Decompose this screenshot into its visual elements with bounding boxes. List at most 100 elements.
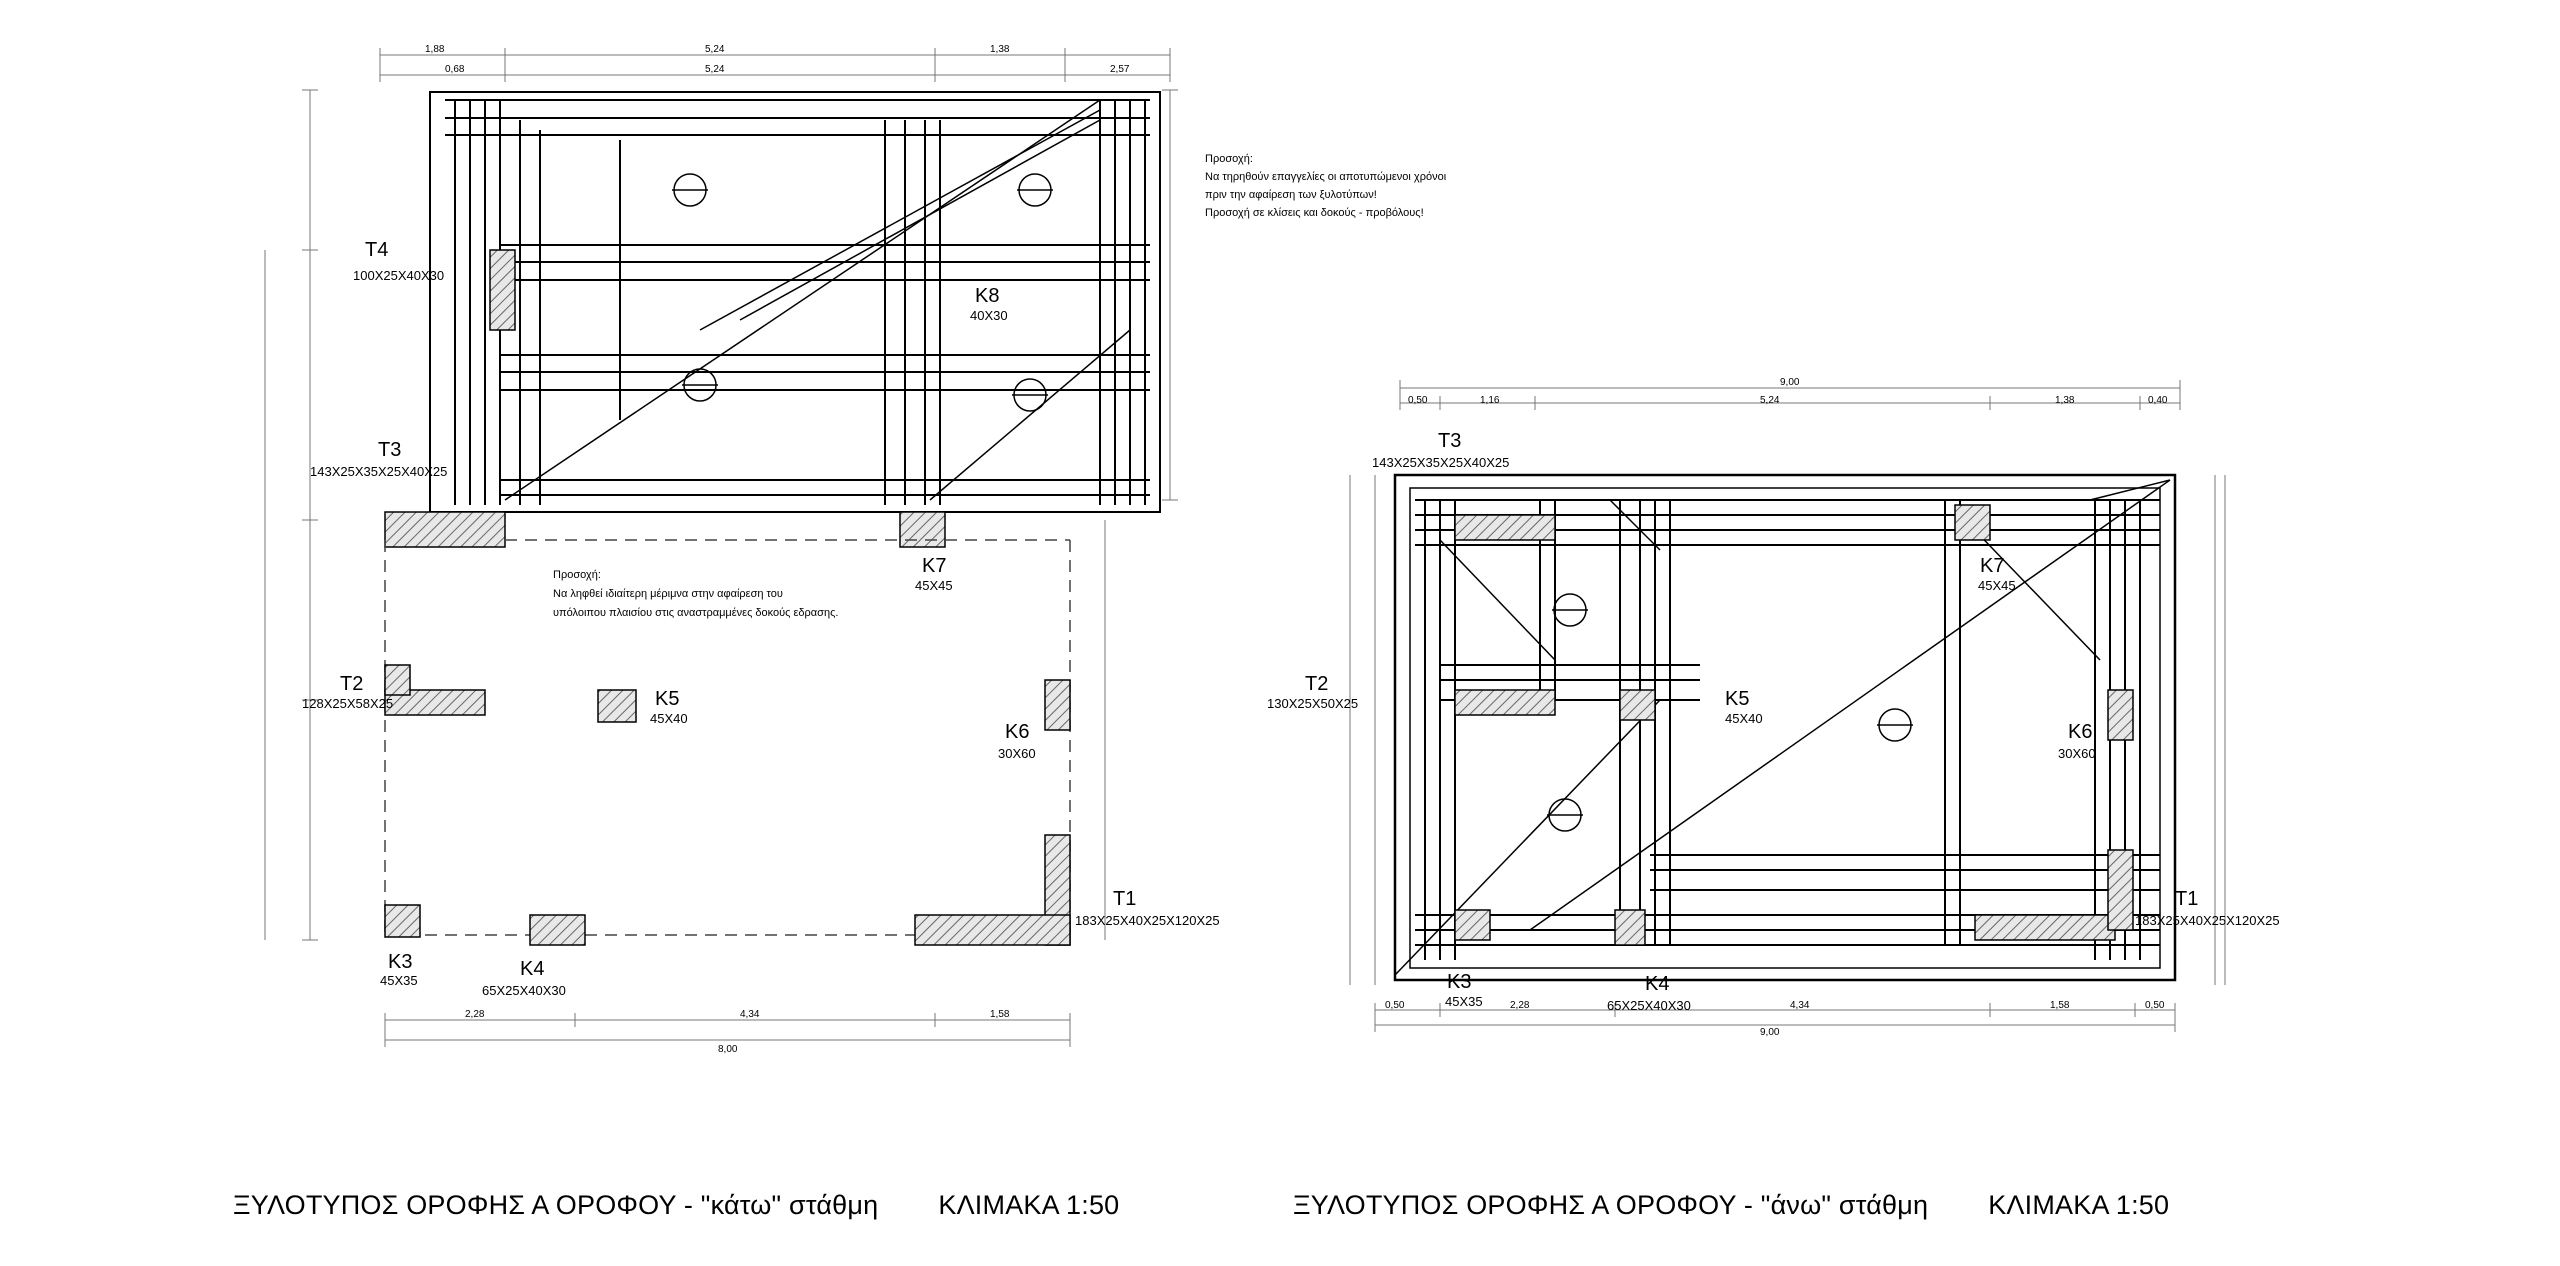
right-column-k4-hatch xyxy=(1614,909,1646,946)
right-dim-top-2: 1,16 xyxy=(1480,395,1500,406)
left-label-t4-dims: 100X25X40X30 xyxy=(353,268,444,283)
left-label-k6-dims: 30X60 xyxy=(998,746,1036,761)
left-dim-top-1: 1,88 xyxy=(425,44,445,55)
right-label-t3: T3 xyxy=(1438,430,1461,452)
left-plan: 1,88 5,24 1,38 0,68 5,24 2,57 xyxy=(264,44,1178,1047)
right-label-k7: K7 xyxy=(1980,555,2004,577)
left-slab-markers xyxy=(672,173,1053,412)
left-note-top-line-2: Να τηρηθούν επαγγελίες οι αποτυπώμενοι χ… xyxy=(1205,171,1447,183)
left-dim-top-2: 5,24 xyxy=(705,44,725,55)
left-vertical-rebars xyxy=(454,100,1146,505)
left-column-t2-hatch-stub xyxy=(384,664,411,696)
left-top-dimensions xyxy=(379,48,1171,82)
left-label-k5: K5 xyxy=(655,688,679,710)
right-label-k3-dims: 45X35 xyxy=(1445,994,1483,1009)
right-label-k6-dims: 30X60 xyxy=(2058,746,2096,761)
left-note-mid-line-1: Προσοχή: xyxy=(553,569,601,581)
left-label-k4: K4 xyxy=(520,958,544,980)
left-label-k8: K8 xyxy=(975,285,999,307)
right-dim-top-1: 0,50 xyxy=(1408,395,1428,406)
left-note-mid-line-2: Να ληφθεί ιδιαίτερη μέριμνα στην αφαίρεσ… xyxy=(553,588,783,600)
left-label-k7: K7 xyxy=(922,555,946,577)
right-dim-top-total: 9,00 xyxy=(1780,377,1800,388)
right-dim-bottom-2: 2,28 xyxy=(1510,1000,1530,1011)
left-label-t2: T2 xyxy=(340,673,363,695)
left-bottom-dimensions xyxy=(384,1013,1071,1047)
right-dim-bottom-5: 0,50 xyxy=(2145,1000,2165,1011)
left-label-k7-dims: 45X45 xyxy=(915,578,953,593)
right-dim-bottom-4: 1,58 xyxy=(2050,1000,2070,1011)
right-label-t1: T1 xyxy=(2175,888,2198,910)
right-plan xyxy=(1349,380,2226,1032)
left-note-top-line-4: Προσοχή σε κλίσεις και δοκούς - προβόλου… xyxy=(1205,207,1424,219)
right-inner-frame xyxy=(1409,487,2161,969)
left-dim-top2-3: 2,57 xyxy=(1110,64,1130,75)
left-note-mid: Προσοχή: Να ληφθεί ιδιαίτερη μέριμνα στη… xyxy=(553,569,838,619)
right-horizontal-rebars xyxy=(1415,499,2160,946)
right-side-dimensions xyxy=(1349,475,2226,985)
left-label-k3: K3 xyxy=(388,951,412,973)
left-beam-t3-hatch xyxy=(384,511,506,548)
right-label-t1-dims: 183X25X40X25X120X25 xyxy=(2135,913,2280,928)
left-note-top: Προσοχή: Να τηρηθούν επαγγελίες οι αποτυ… xyxy=(1205,153,1447,219)
right-label-k7-dims: 45X45 xyxy=(1978,578,2016,593)
right-beam-t2-hatch xyxy=(1454,689,1556,716)
left-label-t2-dims: 128X25X58X25 xyxy=(302,696,393,711)
left-dim-bottom-2: 4,34 xyxy=(740,1009,760,1020)
right-column-k3-hatch xyxy=(1454,909,1491,941)
caption-left: ΞΥΛΟΤΥΠΟΣ ΟΡΟΦΗΣ Α ΟΡΟΦΟΥ - "κάτω" στάθμ… xyxy=(233,1190,1119,1221)
right-dim-top-4: 1,38 xyxy=(2055,395,2075,406)
right-plan-labels: T3 143X25X35X25X40X25 T2 130X25X50X25 T1… xyxy=(1267,430,2280,1013)
right-column-t1-hatch xyxy=(1974,914,2116,941)
left-beam-hatch-mid xyxy=(899,511,946,548)
right-beam-t3-hatch xyxy=(1454,514,1556,541)
right-label-k4: K4 xyxy=(1645,973,1669,995)
left-label-k4-dims: 65X25X40X30 xyxy=(482,983,566,998)
left-label-k8-dims: 40X30 xyxy=(970,308,1008,323)
left-column-k3-hatch xyxy=(384,904,421,938)
left-side-dimensions xyxy=(264,89,1178,941)
left-note-top-line-3: πριν την αφαίρεση των ξυλοτύπων! xyxy=(1205,189,1377,201)
right-label-k5: K5 xyxy=(1725,688,1749,710)
left-dim-top2-2: 5,24 xyxy=(705,64,725,75)
left-label-t1-dims: 183X25X40X25X120X25 xyxy=(1075,913,1220,928)
right-label-k6: K6 xyxy=(2068,721,2092,743)
right-column-k5-hatch xyxy=(1619,689,1656,721)
right-slab-markers xyxy=(1547,593,1913,832)
right-bottom-dimensions xyxy=(1374,1003,2176,1032)
right-outer-frame xyxy=(1393,473,2177,982)
left-dim-bottom-total: 8,00 xyxy=(718,1044,738,1055)
left-dim-bottom-3: 1,58 xyxy=(990,1009,1010,1020)
right-top-dimensions xyxy=(1399,380,2181,410)
left-column-k6-hatch xyxy=(1044,679,1071,731)
left-dim-top-3: 1,38 xyxy=(990,44,1010,55)
right-dim-bottom-3: 4,34 xyxy=(1790,1000,1810,1011)
right-column-t1-hatch-v xyxy=(2107,849,2134,931)
right-label-t2-dims: 130X25X50X25 xyxy=(1267,696,1358,711)
right-vertical-rebars xyxy=(1424,500,2141,960)
right-label-t3-dims: 143X25X35X25X40X25 xyxy=(1372,455,1509,470)
left-diagonals xyxy=(504,99,1131,501)
caption-right-scale: ΚΛΙΜΑΚΑ 1:50 xyxy=(1988,1190,2170,1220)
right-dim-bottom-total: 9,00 xyxy=(1760,1027,1780,1038)
left-column-k5-hatch xyxy=(597,689,637,723)
left-label-k6: K6 xyxy=(1005,721,1029,743)
caption-left-scale: ΚΛΙΜΑΚΑ 1:50 xyxy=(938,1190,1120,1220)
right-diagonals xyxy=(1394,479,2171,976)
left-column-k4-hatch xyxy=(529,914,586,946)
left-label-t4: T4 xyxy=(365,239,388,261)
right-dim-top-3: 5,24 xyxy=(1760,395,1780,406)
left-dim-bottom-1: 2,28 xyxy=(465,1009,485,1020)
right-dim-top-5: 0,40 xyxy=(2148,395,2168,406)
left-dim-top2-1: 0,68 xyxy=(445,64,465,75)
right-beam-k7-hatch xyxy=(1954,504,1991,541)
left-note-mid-line-3: υπόλοιπου πλαισίου στις αναστραμμένες δο… xyxy=(553,607,838,619)
left-label-t3-dims: 143X25X35X25X40X25 xyxy=(310,464,447,479)
right-label-t2: T2 xyxy=(1305,673,1328,695)
caption-right-title: ΞΥΛΟΤΥΠΟΣ ΟΡΟΦΗΣ Α ΟΡΟΦΟΥ - "άνω" στάθμη xyxy=(1293,1190,1929,1220)
caption-right: ΞΥΛΟΤΥΠΟΣ ΟΡΟΦΗΣ Α ΟΡΟΦΟΥ - "άνω" στάθμη… xyxy=(1293,1190,2169,1221)
right-dim-bottom-1: 0,50 xyxy=(1385,1000,1405,1011)
right-label-k4-dims: 65X25X40X30 xyxy=(1607,998,1691,1013)
left-label-k3-dims: 45X35 xyxy=(380,973,418,988)
